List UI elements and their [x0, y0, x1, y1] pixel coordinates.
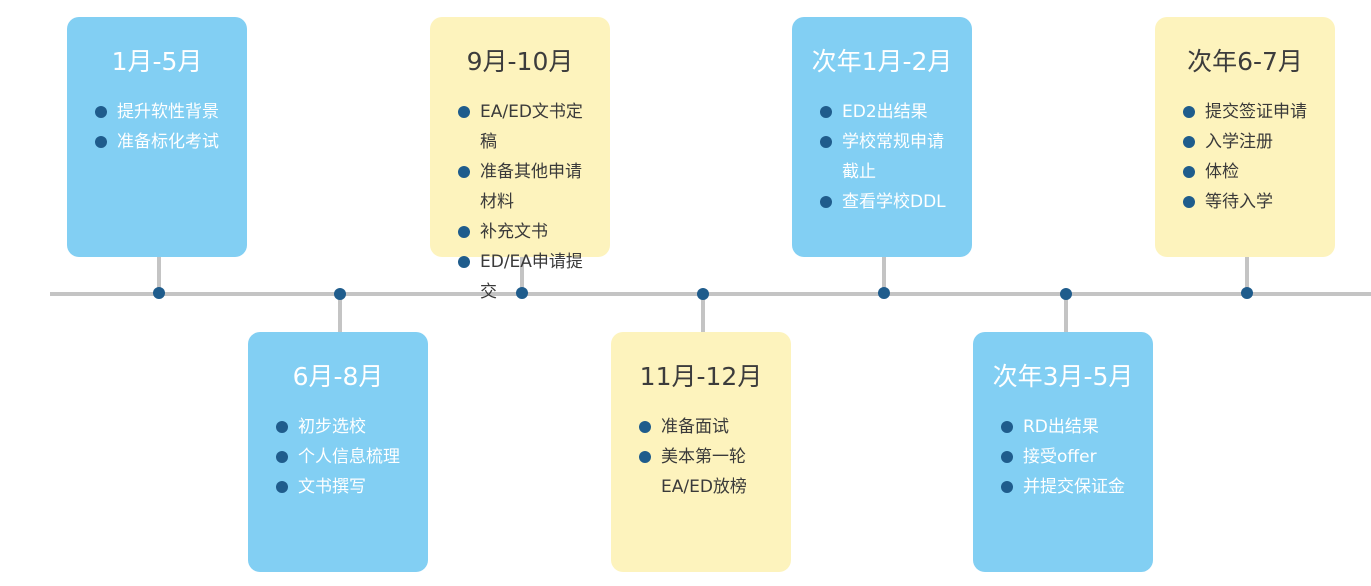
- connector-line: [1064, 294, 1068, 332]
- task-item: ED/EA申请提交: [458, 247, 596, 307]
- stage-task-list: ED2出结果 学校常规申请截止 查看学校DDL: [806, 97, 958, 217]
- stage-title: 11月-12月: [639, 362, 763, 391]
- timeline-dot: [1060, 288, 1072, 300]
- task-item: 准备面试: [639, 412, 777, 442]
- stage-task-list: 准备面试 美本第一轮EA/ED放榜: [625, 412, 777, 502]
- connector-line: [338, 294, 342, 332]
- stage-task-list: 初步选校 个人信息梳理 文书撰写: [262, 412, 414, 502]
- connector-line: [157, 256, 161, 294]
- stage-card-next-mar-may: 次年3月-5月 RD出结果 接受offer 并提交保证金: [973, 332, 1153, 572]
- connector-line: [701, 294, 705, 332]
- connector-line: [520, 256, 524, 294]
- stage-title: 次年3月-5月: [992, 362, 1134, 391]
- stage-title: 1月-5月: [111, 47, 203, 76]
- task-item: 并提交保证金: [1001, 472, 1139, 502]
- stage-title: 6月-8月: [292, 362, 384, 391]
- stage-card-next-jan-feb: 次年1月-2月 ED2出结果 学校常规申请截止 查看学校DDL: [792, 17, 972, 257]
- stage-title: 次年1月-2月: [811, 47, 953, 76]
- timeline-dot: [153, 287, 165, 299]
- stage-card-nov-dec: 11月-12月 准备面试 美本第一轮EA/ED放榜: [611, 332, 791, 572]
- task-item: 体检: [1183, 157, 1321, 187]
- task-item: 准备标化考试: [95, 127, 233, 157]
- stage-task-list: 提升软性背景 准备标化考试: [81, 97, 233, 157]
- task-item: 文书撰写: [276, 472, 414, 502]
- task-item: 美本第一轮EA/ED放榜: [639, 442, 777, 502]
- task-item: ED2出结果: [820, 97, 958, 127]
- connector-line: [1245, 256, 1249, 294]
- stage-card-jun-aug: 6月-8月 初步选校 个人信息梳理 文书撰写: [248, 332, 428, 572]
- task-item: 入学注册: [1183, 127, 1321, 157]
- timeline-dot: [334, 288, 346, 300]
- timeline-dot: [697, 288, 709, 300]
- connector-line: [882, 256, 886, 294]
- timeline-dot: [516, 287, 528, 299]
- stage-card-sep-oct: 9月-10月 EA/ED文书定稿 准备其他申请材料 补充文书 ED/EA申请提交: [430, 17, 610, 302]
- stage-title: 9月-10月: [466, 47, 574, 76]
- task-item: 查看学校DDL: [820, 187, 958, 217]
- task-item: 初步选校: [276, 412, 414, 442]
- stage-title: 次年6-7月: [1187, 47, 1303, 76]
- task-item: 补充文书: [458, 217, 596, 247]
- stage-task-list: EA/ED文书定稿 准备其他申请材料 补充文书 ED/EA申请提交: [444, 97, 596, 307]
- task-item: 个人信息梳理: [276, 442, 414, 472]
- task-item: EA/ED文书定稿: [458, 97, 596, 157]
- timeline-dot: [1241, 287, 1253, 299]
- stage-task-list: 提交签证申请 入学注册 体检 等待入学: [1169, 97, 1321, 217]
- stage-card-jan-may: 1月-5月 提升软性背景 准备标化考试: [67, 17, 247, 257]
- task-item: 学校常规申请截止: [820, 127, 958, 187]
- task-item: 提交签证申请: [1183, 97, 1321, 127]
- task-item: 提升软性背景: [95, 97, 233, 127]
- stage-card-next-jun-jul: 次年6-7月 提交签证申请 入学注册 体检 等待入学: [1155, 17, 1335, 257]
- task-item: 等待入学: [1183, 187, 1321, 217]
- timeline-axis: [50, 292, 1371, 296]
- stage-task-list: RD出结果 接受offer 并提交保证金: [987, 412, 1139, 502]
- task-item: RD出结果: [1001, 412, 1139, 442]
- task-item: 准备其他申请材料: [458, 157, 596, 217]
- task-item: 接受offer: [1001, 442, 1139, 472]
- timeline-dot: [878, 287, 890, 299]
